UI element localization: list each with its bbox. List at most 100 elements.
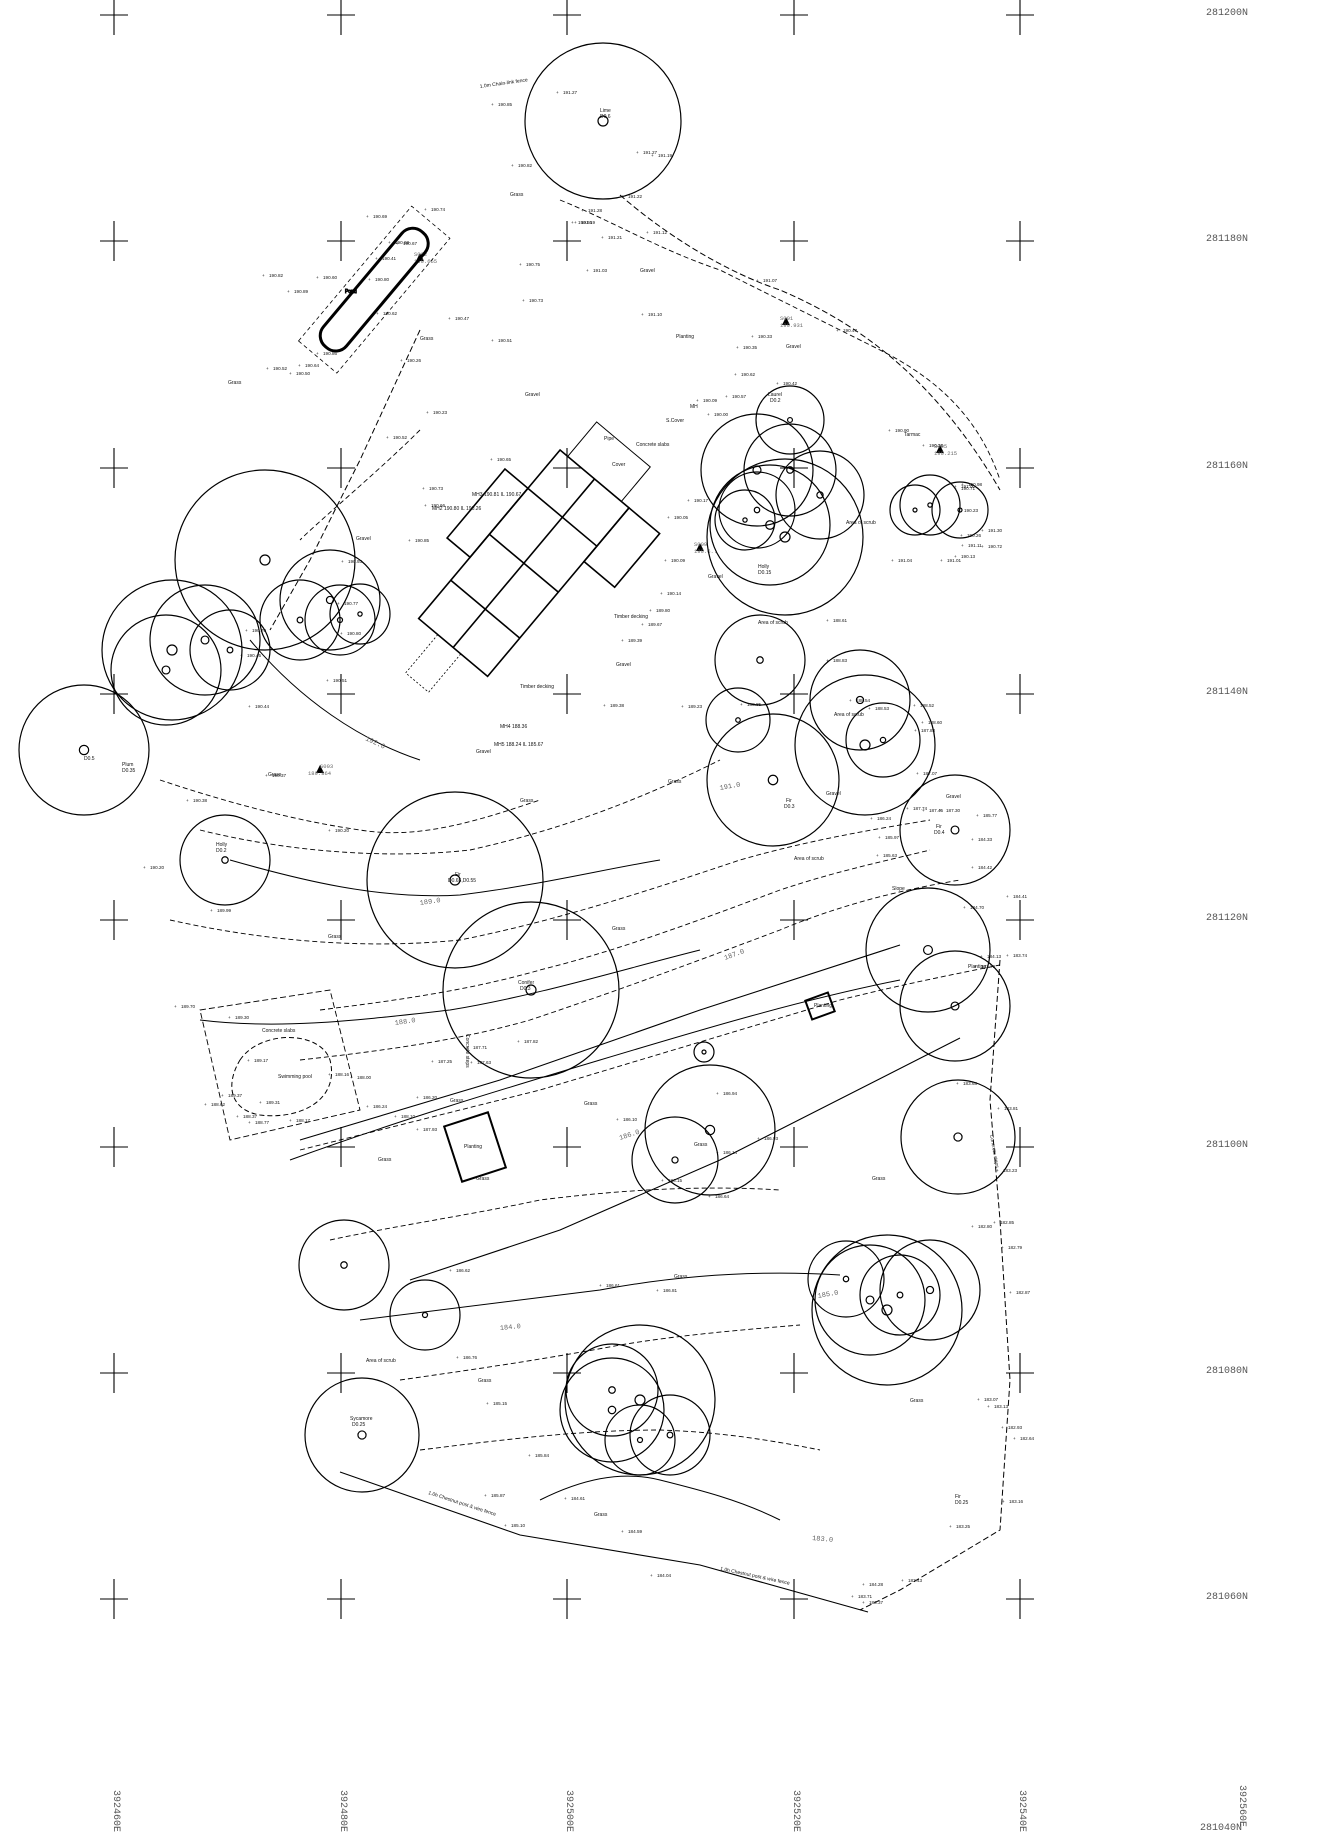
tree-trunk xyxy=(357,1430,367,1440)
spot-level: 187.93 xyxy=(423,1127,437,1132)
level-marker: + xyxy=(650,1573,653,1578)
tree-trunk xyxy=(842,1275,850,1283)
tree-trunk xyxy=(607,1405,617,1415)
level-marker: + xyxy=(1009,1290,1012,1295)
spot-level: 190.47 xyxy=(843,328,857,333)
decking-label: Timber decking xyxy=(614,614,648,620)
level-marker: + xyxy=(424,207,427,212)
spot-level: 190.17 xyxy=(694,498,708,503)
level-marker: + xyxy=(340,631,343,636)
gravel-label: Gravel xyxy=(946,794,961,800)
level-marker: + xyxy=(431,1059,434,1064)
spot-level: 188.85 xyxy=(747,702,761,707)
tree-canopy xyxy=(644,1064,776,1196)
grass-label: Grass xyxy=(476,1176,490,1182)
gravel-label: Gravel xyxy=(525,392,540,398)
spot-level: 190.41 xyxy=(382,256,396,261)
scrub-label: Area of scrub xyxy=(366,1358,396,1364)
gravel-label: Gravel xyxy=(826,791,841,797)
spot-level: 190.14 xyxy=(667,591,681,596)
spot-level: 186.14 xyxy=(723,1150,737,1155)
tree-trunk xyxy=(735,717,741,723)
spot-level: 191.28 xyxy=(588,208,602,213)
tree-species: D0.5 xyxy=(84,756,95,762)
level-marker: + xyxy=(328,828,331,833)
contour-line xyxy=(559,199,1001,481)
tree-species: Fir xyxy=(786,798,792,804)
tree-trunk xyxy=(259,554,271,566)
level-marker: + xyxy=(400,358,403,363)
grass-label: Grass xyxy=(668,779,682,785)
cover-label: Cover xyxy=(612,462,626,468)
level-marker: + xyxy=(490,457,493,462)
tree-trunk xyxy=(865,1295,875,1305)
spot-level: 184.28 xyxy=(869,1582,883,1587)
level-marker: + xyxy=(891,558,894,563)
tree-canopy xyxy=(604,1404,676,1476)
tree-trunk xyxy=(296,616,304,624)
tree-species: Fir xyxy=(955,1494,961,1500)
svg-text:190.6..: 190.6.. xyxy=(694,548,717,555)
spot-level: 185.15 xyxy=(493,1401,507,1406)
tree-trunk xyxy=(704,1124,716,1136)
level-marker: + xyxy=(960,533,963,538)
spot-level: 190.95 xyxy=(578,220,592,225)
level-marker: + xyxy=(603,703,606,708)
grass-label: Grass xyxy=(584,1101,598,1107)
level-marker: + xyxy=(851,1594,854,1599)
spot-level: 186.62 xyxy=(456,1268,470,1273)
grass-label: Grass xyxy=(378,1157,392,1163)
scover-label: S.Cover xyxy=(666,418,684,424)
level-marker: + xyxy=(394,1114,397,1119)
level-marker: + xyxy=(736,345,739,350)
level-marker: + xyxy=(716,1091,719,1096)
tree-trunk xyxy=(200,635,210,645)
spot-level: 183.79 xyxy=(981,964,995,969)
level-marker: + xyxy=(341,559,344,564)
spot-level: 191.03 xyxy=(593,268,607,273)
level-marker: + xyxy=(289,1118,292,1123)
spot-level: 190.42 xyxy=(783,381,797,386)
level-marker: + xyxy=(862,1600,865,1605)
level-marker: + xyxy=(368,277,371,282)
spot-level: 191.27 xyxy=(563,90,577,95)
spot-level: 190.23 xyxy=(964,508,978,513)
spot-level: 186.15 xyxy=(668,1178,682,1183)
slope-label: Slope xyxy=(892,886,905,892)
level-marker: + xyxy=(981,528,984,533)
northing-label: 281120N xyxy=(1206,913,1248,924)
level-marker: + xyxy=(977,1397,980,1402)
contour-label: 191.0 xyxy=(719,781,741,793)
spot-level: 191.11 xyxy=(968,543,982,548)
spot-level: 183.81 xyxy=(1004,1106,1018,1111)
spot-level: 190.73 xyxy=(529,298,543,303)
spot-level: 190.09 xyxy=(703,398,717,403)
tree-trunk xyxy=(336,616,344,624)
spot-level: 184.61 xyxy=(571,1496,585,1501)
grass-label: Grass xyxy=(694,1142,708,1148)
tree-trunk xyxy=(166,644,178,656)
level-marker: + xyxy=(388,240,391,245)
retaining-wall xyxy=(299,944,901,1141)
spot-level: 187.63 xyxy=(477,1060,491,1065)
level-marker: + xyxy=(204,1102,207,1107)
tree-trunk xyxy=(634,1394,646,1406)
northing-label: 281080N xyxy=(1206,1366,1248,1377)
grass-label: Grass xyxy=(872,1176,886,1182)
tree-trunk xyxy=(608,1386,616,1394)
tree-species: Fir xyxy=(936,824,942,830)
gravel-label: Gravel xyxy=(708,574,723,580)
svg-text:S005: S005 xyxy=(934,443,947,450)
level-marker: + xyxy=(574,220,577,225)
spot-level: 189.38 xyxy=(610,703,624,708)
tree-canopy xyxy=(718,471,796,549)
level-marker: + xyxy=(939,808,942,813)
decking-label: Timber decking xyxy=(520,684,554,690)
spot-level: 190.74 xyxy=(431,207,445,212)
grass-label: Grass xyxy=(674,1274,688,1280)
spot-level: 190.35 xyxy=(743,345,757,350)
level-marker: + xyxy=(980,954,983,959)
planting-bed xyxy=(442,1111,508,1183)
spot-level: 190.47 xyxy=(455,316,469,321)
